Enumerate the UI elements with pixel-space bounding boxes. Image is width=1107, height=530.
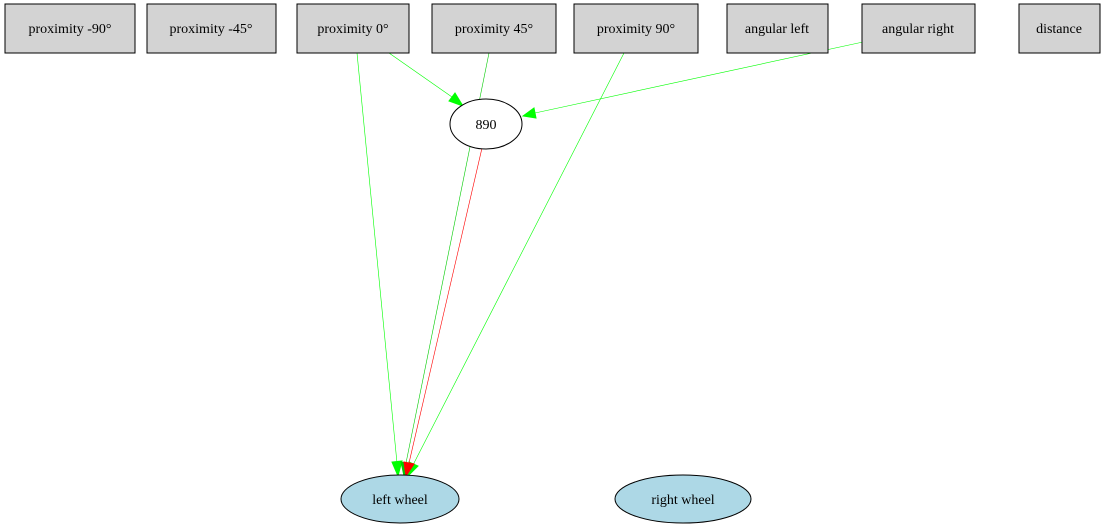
hidden-node-890: 890	[449, 98, 523, 150]
input-nodes: proximity -90° proximity -45° proximity …	[4, 3, 1101, 54]
input-node-proximity-minus-90: proximity -90°	[4, 3, 136, 54]
input-node-proximity-45-label: proximity 45°	[455, 22, 533, 37]
input-node-distance-label: distance	[1036, 22, 1082, 37]
input-node-proximity-minus-45-label: proximity -45°	[170, 22, 253, 37]
edge-angular-right-to-890-arrowhead	[521, 107, 537, 119]
input-node-proximity-45: proximity 45°	[431, 3, 557, 54]
output-node-right-wheel: right wheel	[614, 474, 752, 524]
output-node-right-wheel-label: right wheel	[651, 493, 714, 508]
edge-890-to-left-wheel-arrowhead	[403, 461, 415, 478]
edge-proximity-0-to-left-wheel-arrowhead	[391, 460, 403, 478]
input-node-proximity-minus-45: proximity -45°	[146, 3, 277, 54]
edge-proximity-0-to-890-arrowhead	[448, 92, 465, 107]
input-node-angular-left-label: angular left	[745, 22, 809, 37]
edge-angular-right-to-890	[534, 41, 864, 114]
input-node-angular-right: angular right	[861, 3, 976, 54]
input-node-proximity-90-label: proximity 90°	[597, 22, 675, 37]
input-node-proximity-0: proximity 0°	[296, 3, 410, 54]
edge-proximity-0-to-890	[388, 52, 453, 98]
output-nodes: left wheel right wheel	[340, 474, 752, 524]
hidden-nodes: 890	[449, 98, 523, 150]
input-node-angular-right-label: angular right	[882, 22, 954, 37]
input-node-proximity-0-label: proximity 0°	[317, 22, 388, 37]
input-node-angular-left: angular left	[726, 3, 829, 54]
edge-proximity-90-to-left-wheel	[412, 52, 625, 466]
input-node-distance: distance	[1018, 3, 1101, 54]
edge-890-to-left-wheel	[408, 147, 483, 464]
output-node-left-wheel: left wheel	[340, 474, 460, 524]
input-node-proximity-90: proximity 90°	[573, 3, 699, 54]
hidden-node-890-label: 890	[476, 118, 497, 133]
edge-proximity-0-to-left-wheel	[356, 52, 398, 464]
edges-layer	[356, 41, 864, 478]
output-node-left-wheel-label: left wheel	[372, 493, 428, 508]
input-node-proximity-minus-90-label: proximity -90°	[29, 22, 112, 37]
